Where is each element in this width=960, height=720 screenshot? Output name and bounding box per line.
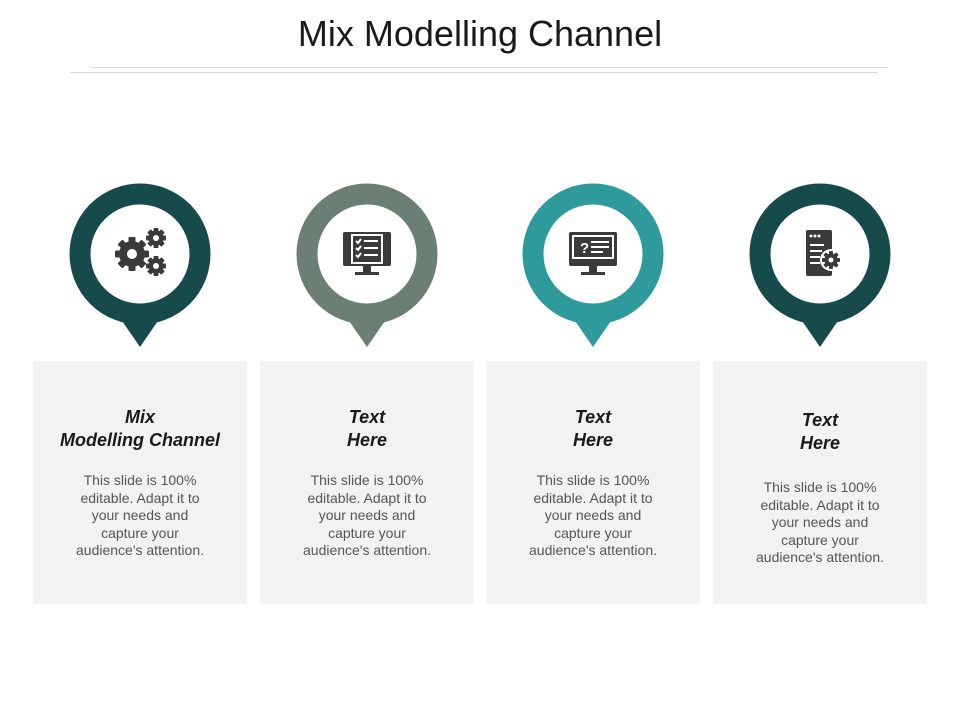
pin-marker-3: ? [521,182,665,348]
card-body: This slide is 100% editable. Adapt it to… [303,472,431,558]
title-divider-lower [70,72,878,73]
title-divider [90,67,888,68]
card-heading-line2: Here [799,433,841,453]
card-heading-line1: Text [574,407,612,427]
card-heading-line2: Modelling Channel [60,430,220,450]
pin-marker-4 [748,182,892,348]
card-heading-line2: Here [572,430,614,450]
slide-title: Mix Modelling Channel [297,13,663,54]
pin-marker-1 [68,182,212,348]
gears-icon [115,228,166,276]
info-card-2: Text Here This slide is 100% editable. A… [260,361,474,604]
pin-marker-2 [295,182,439,348]
card-heading-line1: Text [348,407,386,427]
monitor-checklist-icon [343,232,391,275]
card-heading-line1: Text [801,410,839,430]
info-card-3: Text Here This slide is 100% editable. A… [486,361,700,604]
card-body: This slide is 100% editable. Adapt it to… [529,472,657,558]
document-gear-icon [806,230,842,276]
info-card-4: Text Here This slide is 100% editable. A… [713,361,927,604]
card-body: This slide is 100% editable. Adapt it to… [756,479,884,565]
info-card-1: Mix Modelling Channel This slide is 100%… [33,361,247,604]
card-heading-line1: Mix [124,407,155,427]
monitor-question-icon: ? [569,232,617,275]
card-heading-line2: Here [346,430,388,450]
card-body: This slide is 100% editable. Adapt it to… [76,472,204,558]
question-mark-icon: ? [580,240,589,257]
